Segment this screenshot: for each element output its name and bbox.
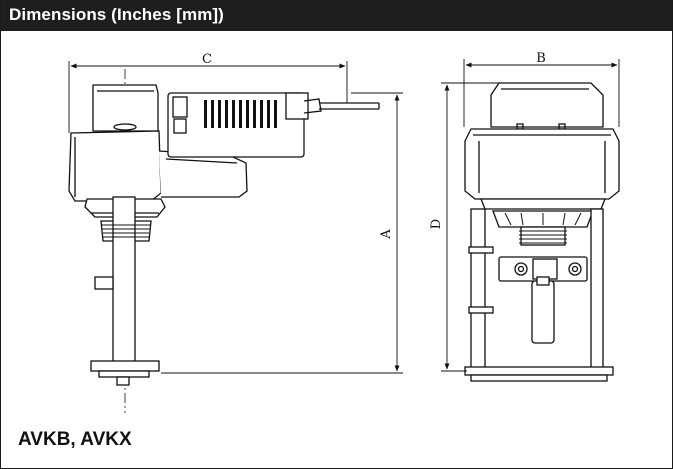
- dimension-d: [441, 82, 499, 372]
- dimension-b-label: B: [536, 51, 546, 66]
- side-view-thread-lines: [102, 224, 150, 238]
- dimension-b: [463, 59, 620, 127]
- side-view-actuator: [68, 69, 380, 413]
- dimension-drawing: C A: [68, 51, 620, 413]
- dimension-d-label: D: [429, 219, 444, 229]
- panel-header: Dimensions (Inches [mm]): [1, 1, 672, 31]
- front-view-actuator: [464, 82, 620, 382]
- side-view-fins: [204, 100, 277, 128]
- front-view-thread-lines: [504, 212, 582, 244]
- panel-title: Dimensions (Inches [mm]): [9, 5, 224, 24]
- dimension-c-label: C: [202, 52, 212, 67]
- model-label: AVKB, AVKX: [18, 429, 132, 450]
- dimension-a: [161, 92, 403, 374]
- dimension-a-label: A: [379, 229, 394, 240]
- dimension-c: [68, 61, 348, 133]
